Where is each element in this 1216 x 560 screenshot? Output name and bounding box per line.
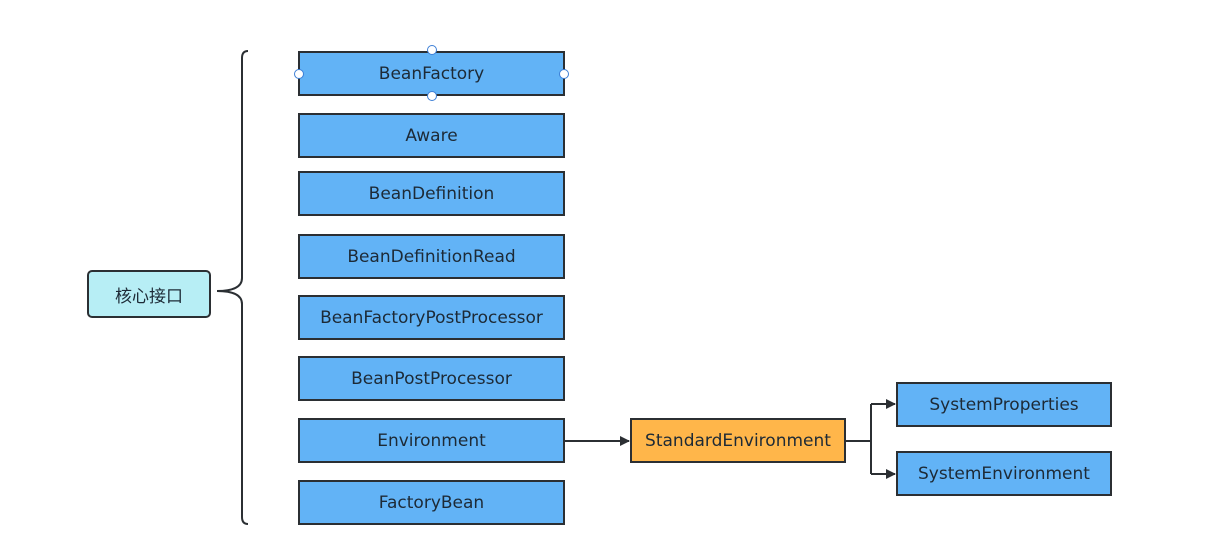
root-node-label: 核心接口 (115, 286, 183, 307)
node-label: BeanFactory (378, 63, 485, 84)
node-bean-definition-read[interactable]: BeanDefinitionRead (298, 234, 565, 279)
node-factory-bean[interactable]: FactoryBean (298, 480, 565, 525)
grouping-brace (216, 50, 249, 525)
node-label: Aware (405, 125, 458, 146)
node-bean-post-processor[interactable]: BeanPostProcessor (298, 356, 565, 401)
node-standard-environment[interactable]: StandardEnvironment (630, 418, 846, 463)
node-label: SystemProperties (929, 394, 1079, 415)
node-label: BeanDefinition (368, 183, 495, 204)
node-system-properties[interactable]: SystemProperties (896, 382, 1112, 427)
selection-handle-bottom[interactable] (427, 91, 437, 101)
node-label: BeanFactoryPostProcessor (320, 307, 543, 328)
node-label: BeanPostProcessor (351, 368, 512, 389)
node-label: StandardEnvironment (645, 430, 831, 451)
node-aware[interactable]: Aware (298, 113, 565, 158)
node-bean-factory-post-processor[interactable]: BeanFactoryPostProcessor (298, 295, 565, 340)
node-label: FactoryBean (378, 492, 485, 513)
selection-handle-left[interactable] (294, 69, 304, 79)
node-label: SystemEnvironment (918, 463, 1090, 484)
node-label: Environment (377, 430, 486, 451)
node-bean-factory[interactable]: BeanFactory (298, 51, 565, 96)
selection-handle-right[interactable] (559, 69, 569, 79)
node-label: BeanDefinitionRead (347, 246, 516, 267)
node-environment[interactable]: Environment (298, 418, 565, 463)
selection-handle-top[interactable] (427, 45, 437, 55)
node-bean-definition[interactable]: BeanDefinition (298, 171, 565, 216)
root-node-core-interfaces[interactable]: 核心接口 (87, 270, 211, 318)
fork-standard-environment (846, 404, 872, 474)
node-system-environment[interactable]: SystemEnvironment (896, 451, 1112, 496)
